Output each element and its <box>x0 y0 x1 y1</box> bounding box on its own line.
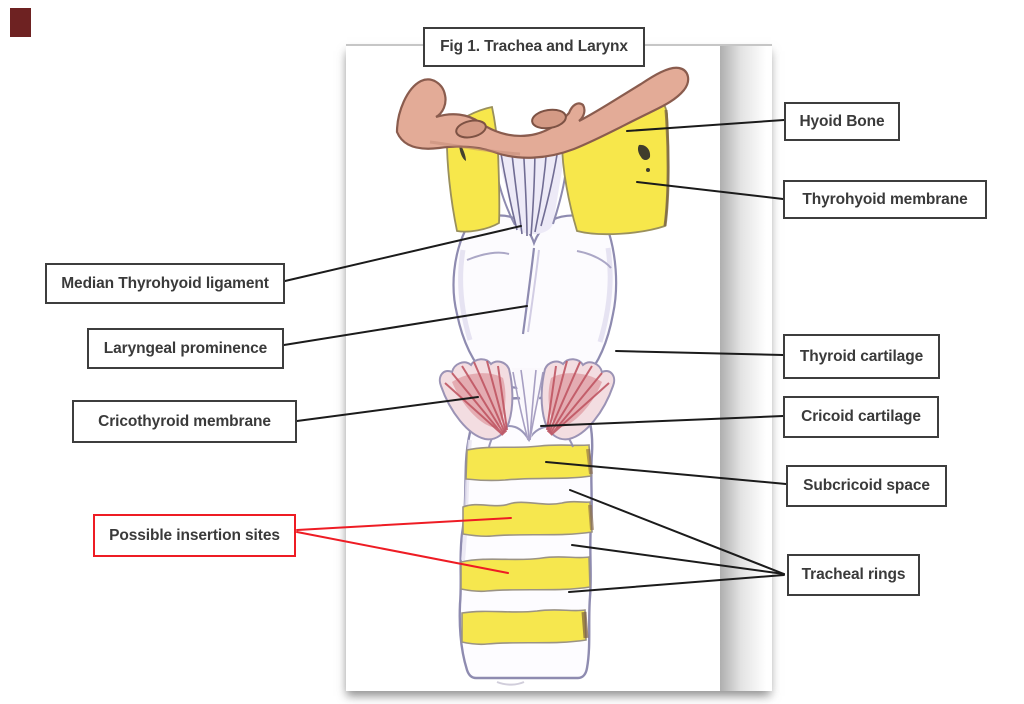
leader-insertion-site-2 <box>296 531 509 574</box>
leader-median-thyrohyoid-ligament <box>284 225 522 282</box>
cricothyroid-membrane-drawing <box>438 358 616 441</box>
leader-insertion-site-1 <box>296 517 512 531</box>
leader-tracheal-ring-3 <box>568 574 785 593</box>
leader-cricothyroid-membrane <box>296 396 479 422</box>
leader-hyoid-bone <box>626 119 785 132</box>
insertion-site-lines <box>296 517 512 574</box>
label-thyrohyoid-membrane: Thyrohyoid membrane <box>783 180 987 219</box>
label-possible-insertion-sites: Possible insertion sites <box>93 514 296 557</box>
thyroid-cartilage-drawing <box>452 214 618 390</box>
corner-accent-square <box>10 8 31 37</box>
label-tracheal-rings: Tracheal rings <box>787 554 920 596</box>
label-thyroid-cartilage: Thyroid cartilage <box>783 334 940 379</box>
leader-laryngeal-prominence <box>283 305 528 346</box>
figure-title: Fig 1. Trachea and Larynx <box>423 27 645 67</box>
label-hyoid-bone: Hyoid Bone <box>784 102 900 141</box>
leader-tracheal-ring-2 <box>571 544 785 575</box>
subcricoid-band <box>465 444 592 482</box>
label-laryngeal-prominence: Laryngeal prominence <box>87 328 284 369</box>
panel-edge-shadow <box>720 46 766 691</box>
leader-cricoid-cartilage <box>540 415 784 427</box>
trachea-drawing <box>458 396 594 686</box>
label-cricoid-cartilage: Cricoid cartilage <box>783 396 939 438</box>
leader-subcricoid-space <box>545 461 787 485</box>
label-cricothyroid-membrane: Cricothyroid membrane <box>72 400 297 443</box>
label-median-thyrohyoid-ligament: Median Thyrohyoid ligament <box>45 263 285 304</box>
leader-tracheal-ring-1 <box>569 489 785 575</box>
label-subcricoid-space: Subcricoid space <box>786 465 947 507</box>
laryngeal-prominence-ridge <box>521 247 536 335</box>
leader-thyroid-cartilage <box>615 350 784 356</box>
hyoid-bone-drawing <box>395 66 690 159</box>
leader-thyrohyoid-membrane <box>636 181 784 200</box>
leader-lines <box>283 119 787 593</box>
